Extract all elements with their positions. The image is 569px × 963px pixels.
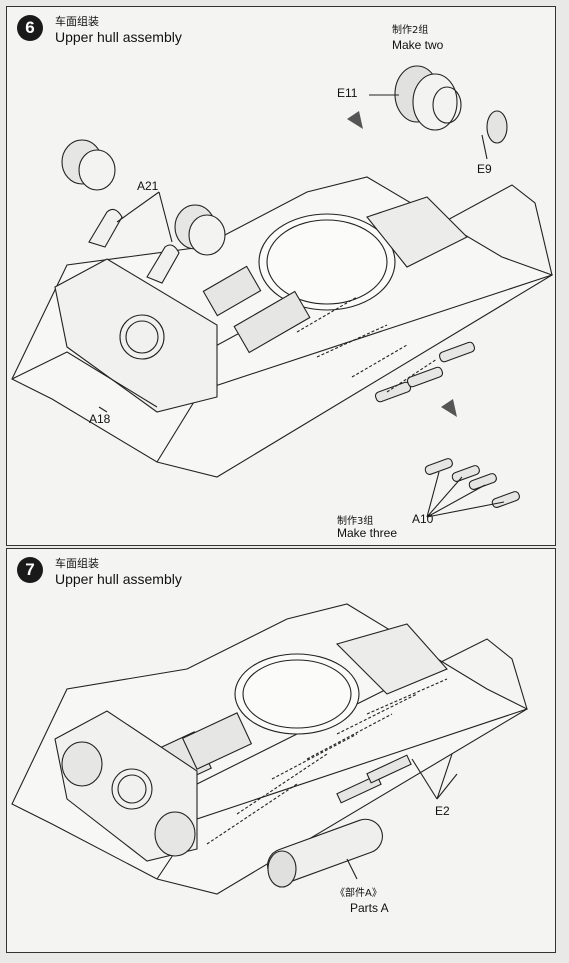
step-number-badge: 6 (17, 15, 43, 41)
part-label-e11: E11 (337, 86, 358, 100)
part-label-e2: E2 (435, 804, 450, 818)
step-number-badge: 7 (17, 557, 43, 583)
step-title-en: Upper hull assembly (55, 571, 182, 587)
part-label-a21: A21 (137, 179, 159, 193)
part-label-e9: E9 (477, 162, 492, 176)
step-7-panel: 7 车面组装 Upper hull assembly (6, 548, 556, 953)
make-two-en: Make two (392, 38, 444, 52)
step-title-en: Upper hull assembly (55, 29, 182, 45)
step-title-cn: 车面组装 (55, 15, 99, 28)
parts-a-cn: 《部件A》 (335, 888, 382, 899)
step-title-cn: 车面组装 (55, 557, 99, 570)
step-6-panel: 6 车面组装 Upper hull assembly (6, 6, 556, 546)
parts-a-en: Parts A (350, 901, 389, 915)
part-label-a18: A18 (89, 412, 111, 426)
make-two-cn: 制作2组 (392, 25, 429, 36)
make-three-cn: 制作3组 (337, 516, 374, 527)
upper-hull-illustration-step7 (11, 603, 529, 895)
upper-hull-illustration-step6 (11, 65, 554, 518)
make-three-en: Make three (337, 526, 398, 540)
part-label-a10: A10 (412, 512, 434, 526)
